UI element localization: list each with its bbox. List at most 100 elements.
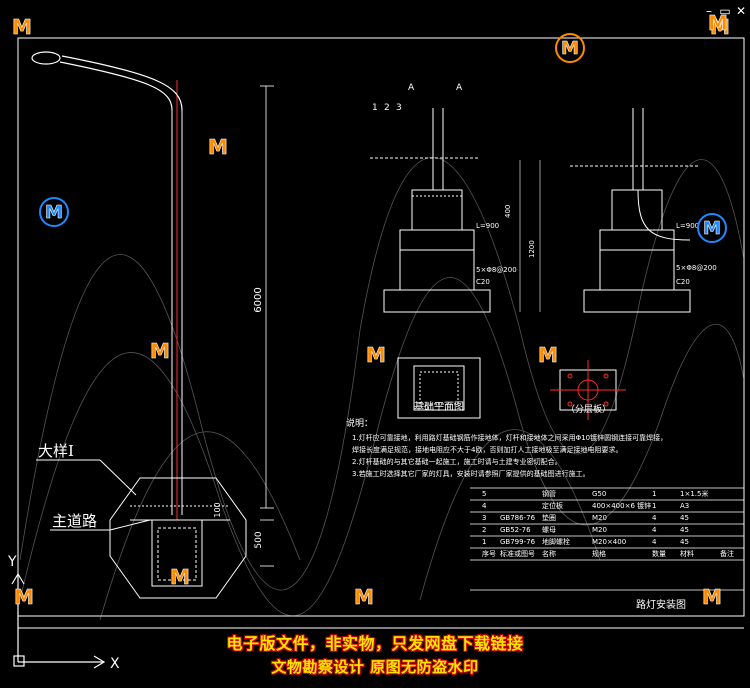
watermark-logo-icon: M <box>366 343 387 368</box>
watermark-logo-icon: M <box>150 339 171 364</box>
detail-label: 大样Ⅰ <box>38 442 74 460</box>
table-header-cell: 备注 <box>720 549 734 558</box>
spec-c20-right: C20 <box>676 278 690 286</box>
plan-view-left <box>397 357 481 419</box>
table-header-cell: 序号 <box>482 549 496 558</box>
layer-number-1: 1 <box>372 103 378 113</box>
table-cell: 垫圈 <box>542 513 556 522</box>
table-cell: 1×1.5米 <box>680 489 708 498</box>
watermark-waves <box>19 157 745 621</box>
road-label: 主道路 <box>52 512 97 530</box>
svg-text:M: M <box>538 343 558 367</box>
ucs-x-label: X <box>110 656 120 672</box>
plan-label-right: （分层板） <box>566 403 611 415</box>
callout-lines <box>36 459 151 531</box>
right-dim-1200: 1200 <box>528 240 536 258</box>
spec-rebar-right: 5×Φ8@200 <box>676 264 717 272</box>
section-mark-a-right: A <box>456 83 463 93</box>
table-cell: 45 <box>680 514 689 522</box>
table-header-cell: 材料 <box>680 549 694 558</box>
table-cell: GB52-76 <box>500 526 531 534</box>
table-cell: 3 <box>482 514 486 522</box>
layer-number-2: 2 <box>384 103 390 113</box>
minimize-button[interactable]: – <box>706 4 712 18</box>
svg-text:M: M <box>561 38 579 59</box>
table-header-cell: 标准或图号 <box>500 549 535 558</box>
svg-text:M: M <box>354 585 374 609</box>
table-cell: 钢管 <box>542 489 556 498</box>
note-line-3: 2.灯杆基础的与其它基础一起施工，施工时请与土建专业密切配合。 <box>352 457 562 466</box>
table-cell: A3 <box>680 502 689 510</box>
watermark-banner-line2: 文物勘察设计 原图无防盗水印 <box>271 658 479 676</box>
table-header-cell: 规格 <box>592 549 606 558</box>
spec-l900-right: L=900 <box>676 222 699 230</box>
table-title: 路灯安装图 <box>636 598 686 611</box>
restore-button[interactable]: ▭ <box>719 4 731 18</box>
table-cell: 4 <box>652 526 657 534</box>
svg-text:M: M <box>45 202 63 223</box>
svg-text:M: M <box>702 585 722 609</box>
plan-label-left: 基础平面图 <box>414 400 464 413</box>
table-cell: 45 <box>680 538 689 546</box>
table-cell: 定位板 <box>542 501 563 510</box>
svg-text:M: M <box>703 218 721 239</box>
watermark-logo-icon: M <box>697 213 727 243</box>
materials-table-grid <box>470 487 744 591</box>
section-view-left <box>370 108 491 313</box>
watermark-logo-icon: M <box>14 585 35 610</box>
spec-l900-left: L=900 <box>476 222 499 230</box>
table-cell: G50 <box>592 490 606 498</box>
note-line-2: 焊接长度满足规范，接地电阻应不大于4欧，否则加打人工接地极至满足接地电阻要求。 <box>352 445 622 454</box>
dim-pole-height <box>260 85 274 567</box>
svg-text:M: M <box>14 585 34 609</box>
watermark-banner-line1: 电子版文件，非实物，只发网盘下载链接 <box>226 634 524 653</box>
svg-text:M: M <box>708 11 728 35</box>
table-header-cell: 名称 <box>542 549 556 558</box>
table-cell: 4 <box>652 538 657 546</box>
table-cell: 螺母 <box>542 525 556 534</box>
watermark-logo-icon: M <box>12 15 33 40</box>
watermark-logo-icon: M <box>710 15 731 40</box>
section-left-dims <box>519 160 541 312</box>
note-line-1: 1.灯杆应可靠接地，利用路灯基础钢筋作接地体，灯杆和接地体之间采用Φ10镀锌圆钢… <box>352 433 667 442</box>
note-line-4: 3.若施工时选择其它厂家的灯具，安装时请参照厂家提供的基础图进行施工。 <box>352 469 590 478</box>
table-header-cell: 数量 <box>652 549 666 558</box>
watermark-logo-icon: M <box>538 343 559 368</box>
svg-text:M: M <box>208 135 228 159</box>
ucs-icon <box>11 572 106 669</box>
table-cell: 1 <box>652 490 656 498</box>
layer-number-3: 3 <box>396 103 402 113</box>
table-cell: 400×400×6 镀锌 <box>592 501 651 510</box>
table-cell: 1 <box>482 538 486 546</box>
table-cell: 地脚螺栓 <box>542 537 570 546</box>
pole-height-label: 6000 <box>253 287 264 312</box>
section-mark-a-left: A <box>408 83 415 93</box>
plan-view-right <box>550 360 626 420</box>
svg-text:M: M <box>710 15 730 39</box>
foundation-detail <box>109 477 247 599</box>
right-dim-400: 400 <box>504 205 512 218</box>
watermark-logo-icon: M <box>170 565 191 590</box>
watermark-logo-icon: M <box>555 33 585 63</box>
foundation-dim-label: 500 <box>254 531 264 548</box>
table-cell: 45 <box>680 526 689 534</box>
table-cell: 2 <box>482 526 486 534</box>
street-lamp <box>31 51 183 520</box>
table-cell: GB786-76 <box>500 514 536 522</box>
section-view-right <box>570 108 700 313</box>
svg-text:M: M <box>12 15 32 39</box>
ucs-y-label: Y <box>7 554 17 570</box>
table-cell: M20×400 <box>592 538 626 546</box>
table-cell: GB799-76 <box>500 538 536 546</box>
watermark-logo-icon: M <box>708 11 729 36</box>
table-cell: 1 <box>652 502 656 510</box>
svg-text:M: M <box>366 343 386 367</box>
svg-text:M: M <box>170 565 190 589</box>
close-button[interactable]: ✕ <box>735 4 747 18</box>
table-cell: M20 <box>592 526 607 534</box>
watermark-logo-icon: M <box>208 135 229 160</box>
svg-text:M: M <box>150 339 170 363</box>
drawing-frame <box>17 37 745 629</box>
